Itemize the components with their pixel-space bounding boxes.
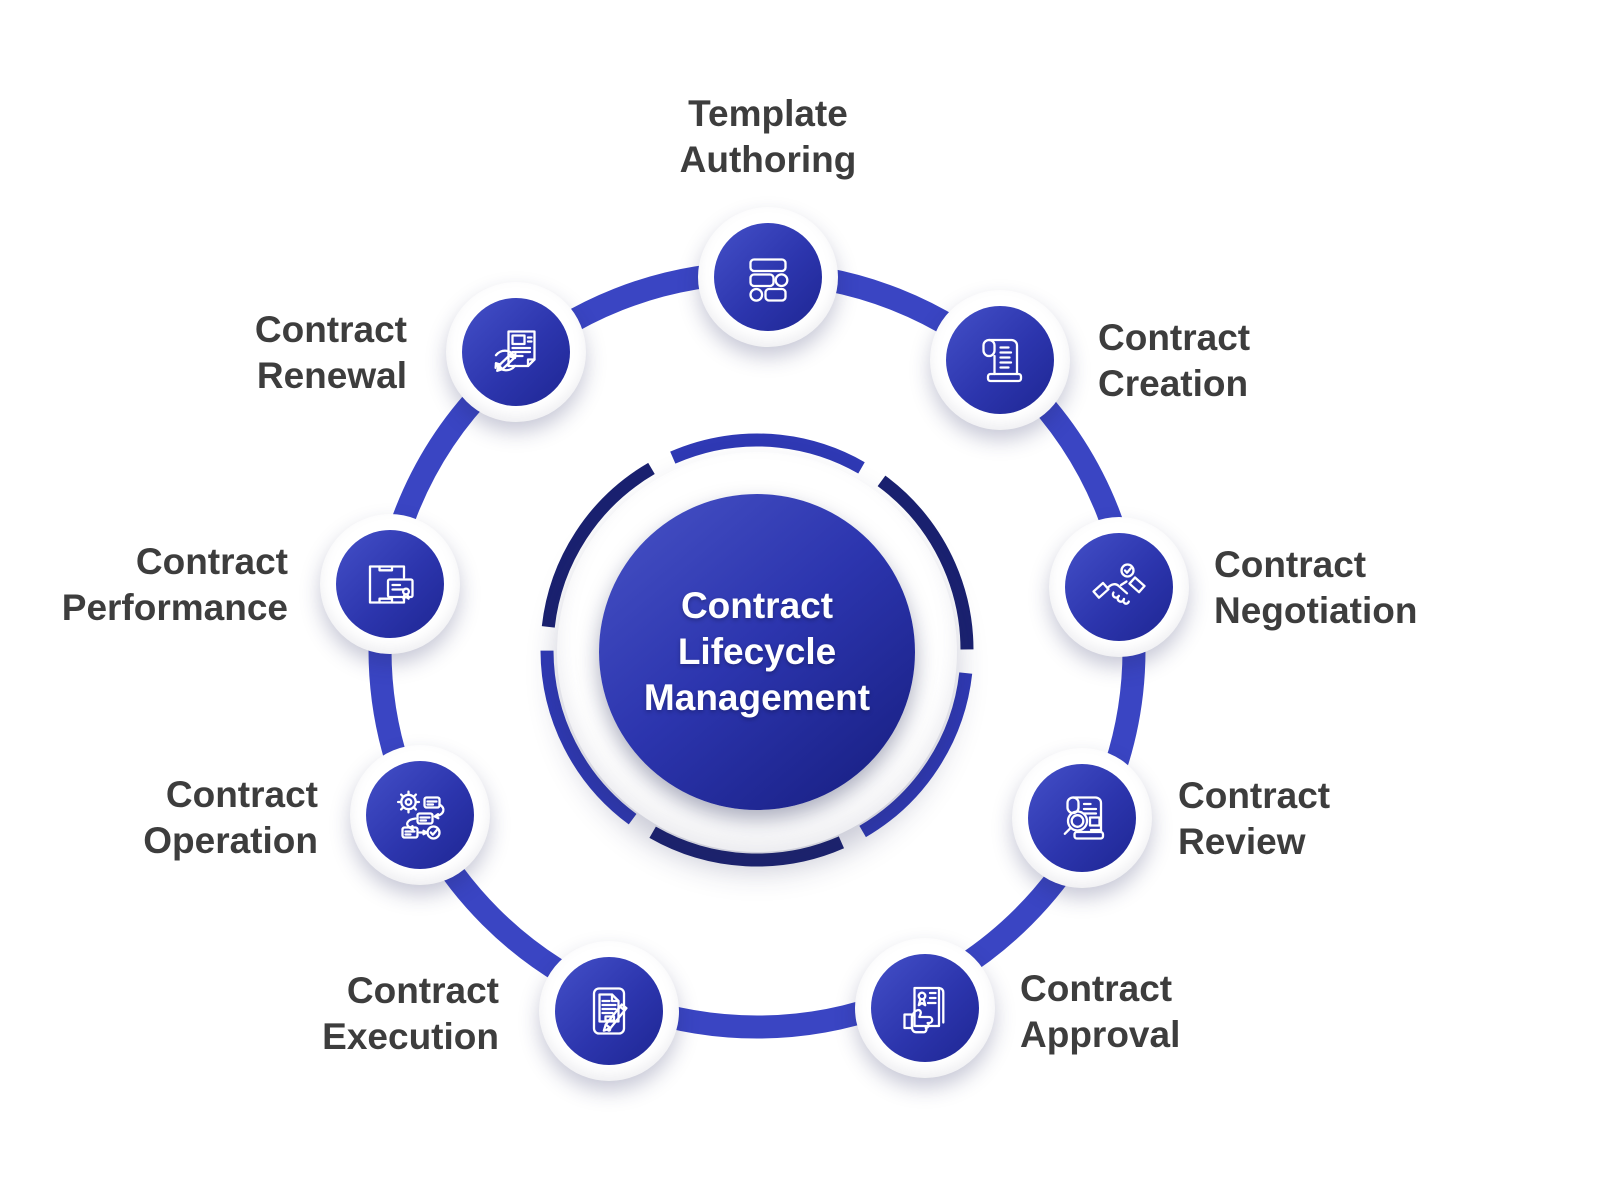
contract-renewal-icon (494, 330, 536, 372)
stage-label-contract-operation: Contract Operation (143, 774, 318, 861)
stage-node-contract-negotiation (1049, 517, 1189, 657)
stage-node-template-authoring (698, 207, 838, 347)
inner-dashed-ring-navy (540, 433, 974, 867)
contract-negotiation-icon (1092, 563, 1146, 605)
stage-node-contract-approval (855, 938, 995, 1078)
stage-node-contract-renewal (446, 282, 586, 422)
center-circle: Contract Lifecycle Management (599, 494, 915, 810)
stage-label-contract-execution: Contract Execution (322, 970, 499, 1057)
contract-operation-icon (396, 790, 445, 840)
inner-dashed-ring-royal (540, 433, 974, 867)
stage-label-contract-performance: Contract Performance (61, 541, 288, 628)
stage-label-contract-review: Contract Review (1178, 775, 1331, 862)
contract-execution-icon (592, 987, 628, 1035)
contract-review-icon (1063, 796, 1105, 840)
stage-label-contract-negotiation: Contract Negotiation (1214, 544, 1418, 631)
stage-node-contract-operation (350, 745, 490, 885)
contract-approval-icon (903, 986, 945, 1034)
template-authoring-icon (749, 258, 789, 302)
contract-performance-icon (368, 565, 414, 604)
center-title: Contract Lifecycle Management (643, 585, 871, 718)
stage-label-contract-renewal: Contract Renewal (254, 309, 407, 396)
stage-node-contract-creation (930, 290, 1070, 430)
stage-label-contract-approval: Contract Approval (1020, 968, 1181, 1055)
stage-label-template-authoring: Template Authoring (679, 93, 857, 180)
stage-node-contract-review (1012, 748, 1152, 888)
stage-node-contract-execution (539, 941, 679, 1081)
contract-creation-icon (982, 338, 1023, 383)
stage-node-contract-performance (320, 514, 460, 654)
stage-label-contract-creation: Contract Creation (1098, 317, 1251, 404)
